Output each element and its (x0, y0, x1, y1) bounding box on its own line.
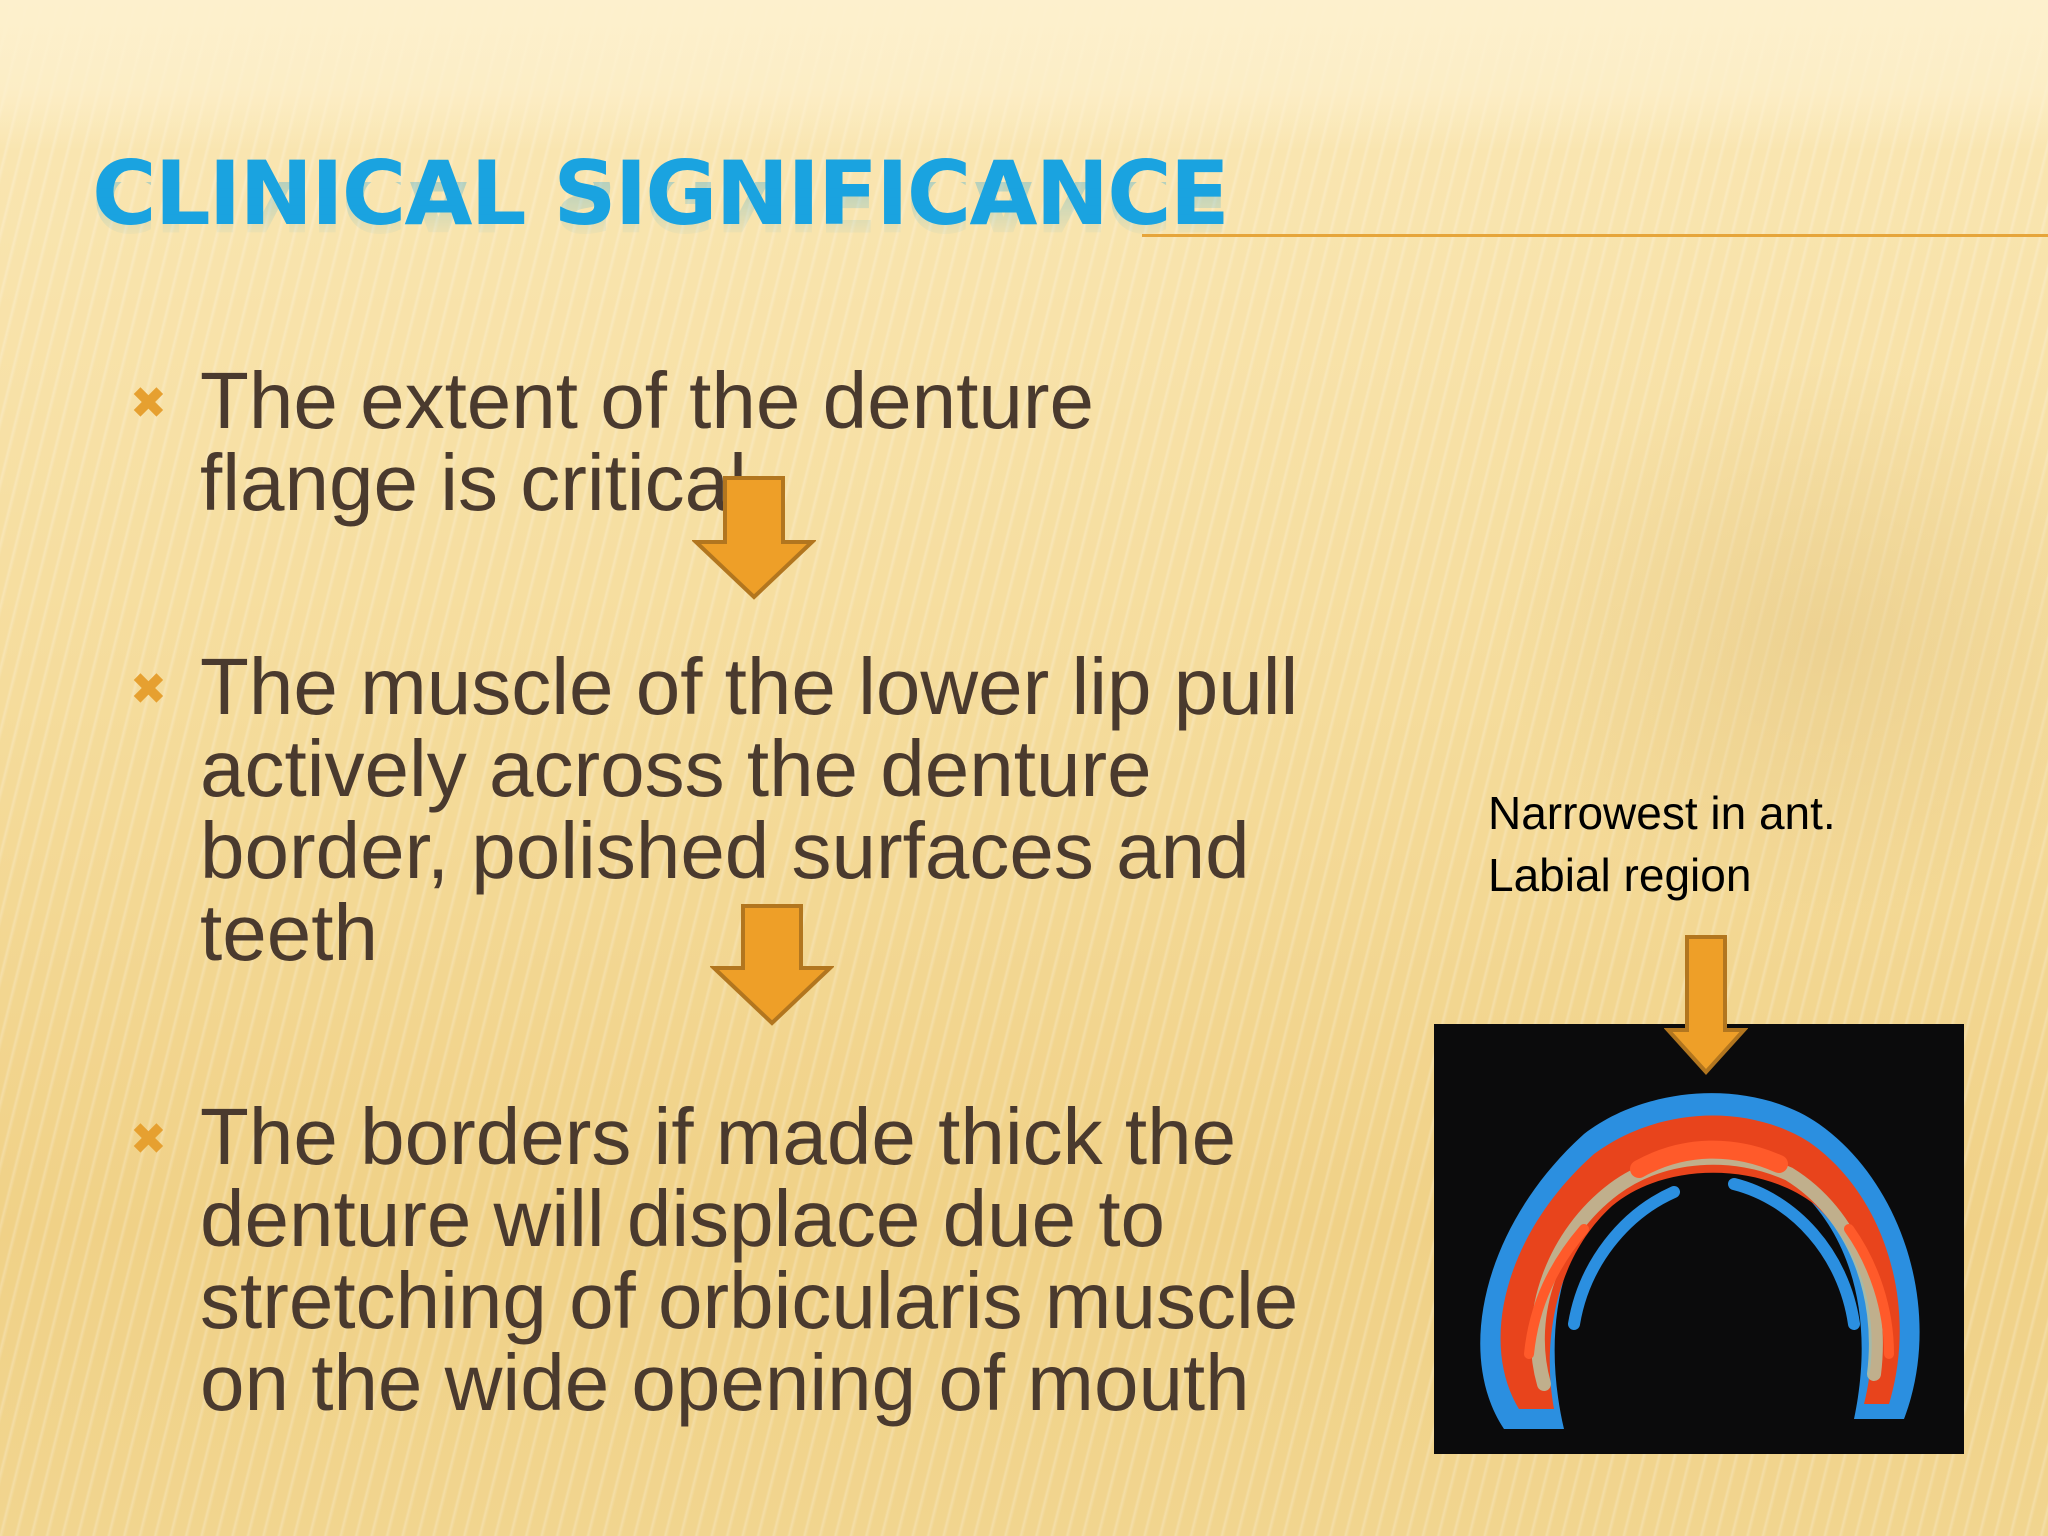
background-glow (1500, 360, 2048, 920)
down-arrow-icon (1664, 935, 1748, 1075)
bullet-text: The muscle of the lower lip pull activel… (200, 642, 1299, 977)
bullet-text: The borders if made thick the denture wi… (200, 1092, 1299, 1427)
title-block: Clinical Significance Clinical Significa… (92, 142, 1230, 245)
caption-line-2: Labial region (1488, 849, 1752, 901)
caption-line-1: Narrowest in ant. (1488, 787, 1836, 839)
denture-impression-illustration (1434, 1024, 1964, 1454)
image-caption: Narrowest in ant. Labial region (1488, 782, 1836, 906)
cross-bullet-icon: ✖ (130, 378, 167, 429)
denture-impression-photo (1434, 1024, 1964, 1454)
down-arrow-icon (710, 904, 834, 1026)
background-top-fade (0, 0, 2048, 150)
cross-bullet-icon: ✖ (130, 1114, 167, 1165)
bullet-text: The extent of the denture flange is crit… (200, 356, 1094, 527)
title-underline (1142, 234, 2048, 237)
slide-title-reflection: Clinical Significance (92, 182, 1228, 242)
slide-title: Clinical Significance (92, 142, 1230, 245)
down-arrow-icon (692, 476, 816, 600)
cross-bullet-icon: ✖ (130, 664, 167, 715)
